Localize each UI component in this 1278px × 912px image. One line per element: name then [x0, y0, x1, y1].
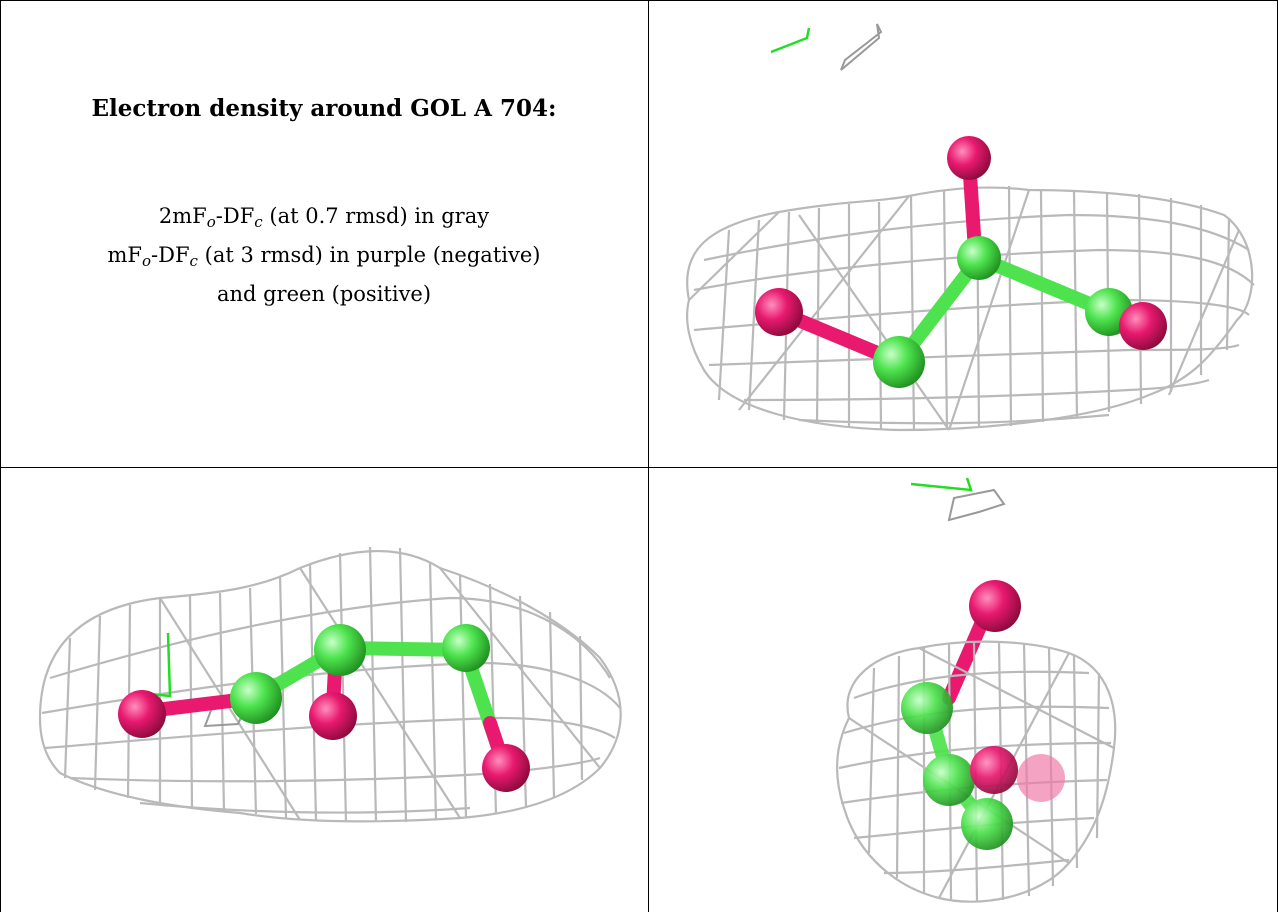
- oxygen-atom: [1119, 302, 1167, 350]
- legend-line-2fo: 2mFo-DFc (at 0.7 rmsd) in gray: [0, 200, 648, 239]
- legend-subscript: c: [189, 252, 198, 270]
- legend-term: mF: [107, 243, 142, 267]
- legend-subscript: o: [206, 213, 216, 231]
- axis-indicator-icon: [770, 23, 883, 71]
- oxygen-atom: [1017, 754, 1065, 802]
- carbon-atom: [923, 754, 975, 806]
- molecule: [755, 136, 1167, 388]
- carbon-atom: [230, 672, 282, 724]
- oxygen-atom: [118, 690, 166, 738]
- border-middle: [0, 467, 1278, 468]
- legend-line-fo: mFo-DFc (at 3 rmsd) in purple (negative): [0, 239, 648, 278]
- density-view-svg: [686, 23, 1255, 432]
- density-view-svg: [836, 477, 1117, 903]
- caption-legend: 2mFo-DFc (at 0.7 rmsd) in gray mFo-DFc (…: [0, 200, 648, 311]
- legend-subscript: c: [254, 213, 263, 231]
- carbon-atom: [957, 236, 1001, 280]
- molecule-back: [942, 580, 1021, 705]
- oxygen-atom: [970, 746, 1018, 794]
- view-top-right: [649, 0, 1278, 467]
- legend-text: (at 3 rmsd) in purple (negative): [197, 243, 541, 267]
- legend-term: -DF: [215, 204, 255, 228]
- border-top: [0, 0, 1278, 1]
- molecule: [118, 624, 530, 792]
- oxygen-atom: [482, 744, 530, 792]
- carbon-atom: [961, 798, 1013, 850]
- oxygen-atom: [947, 136, 991, 180]
- carbon-atom: [314, 624, 366, 676]
- legend-term: -DF: [151, 243, 190, 267]
- legend-line-green: and green (positive): [216, 282, 432, 306]
- molecule: [901, 682, 1065, 850]
- carbon-atom: [873, 336, 925, 388]
- oxygen-atom: [755, 288, 803, 336]
- legend-text: (at 0.7 rmsd) in gray: [262, 204, 490, 228]
- carbon-atom: [442, 624, 490, 672]
- caption-cell: Electron density around GOL A 704: 2mFo-…: [0, 0, 648, 467]
- carbon-atom: [901, 682, 953, 734]
- legend-subscript: o: [142, 252, 152, 270]
- view-bottom-right: [649, 468, 1278, 912]
- legend-term: 2mF: [158, 204, 207, 228]
- oxygen-atom: [969, 580, 1021, 632]
- axis-indicator-icon: [910, 477, 1006, 522]
- caption-title: Electron density around GOL A 704:: [91, 95, 557, 122]
- view-bottom-left: [0, 468, 648, 912]
- border-left: [0, 0, 1, 912]
- border-center: [648, 0, 649, 912]
- density-view-svg: [38, 546, 622, 823]
- oxygen-atom: [309, 692, 357, 740]
